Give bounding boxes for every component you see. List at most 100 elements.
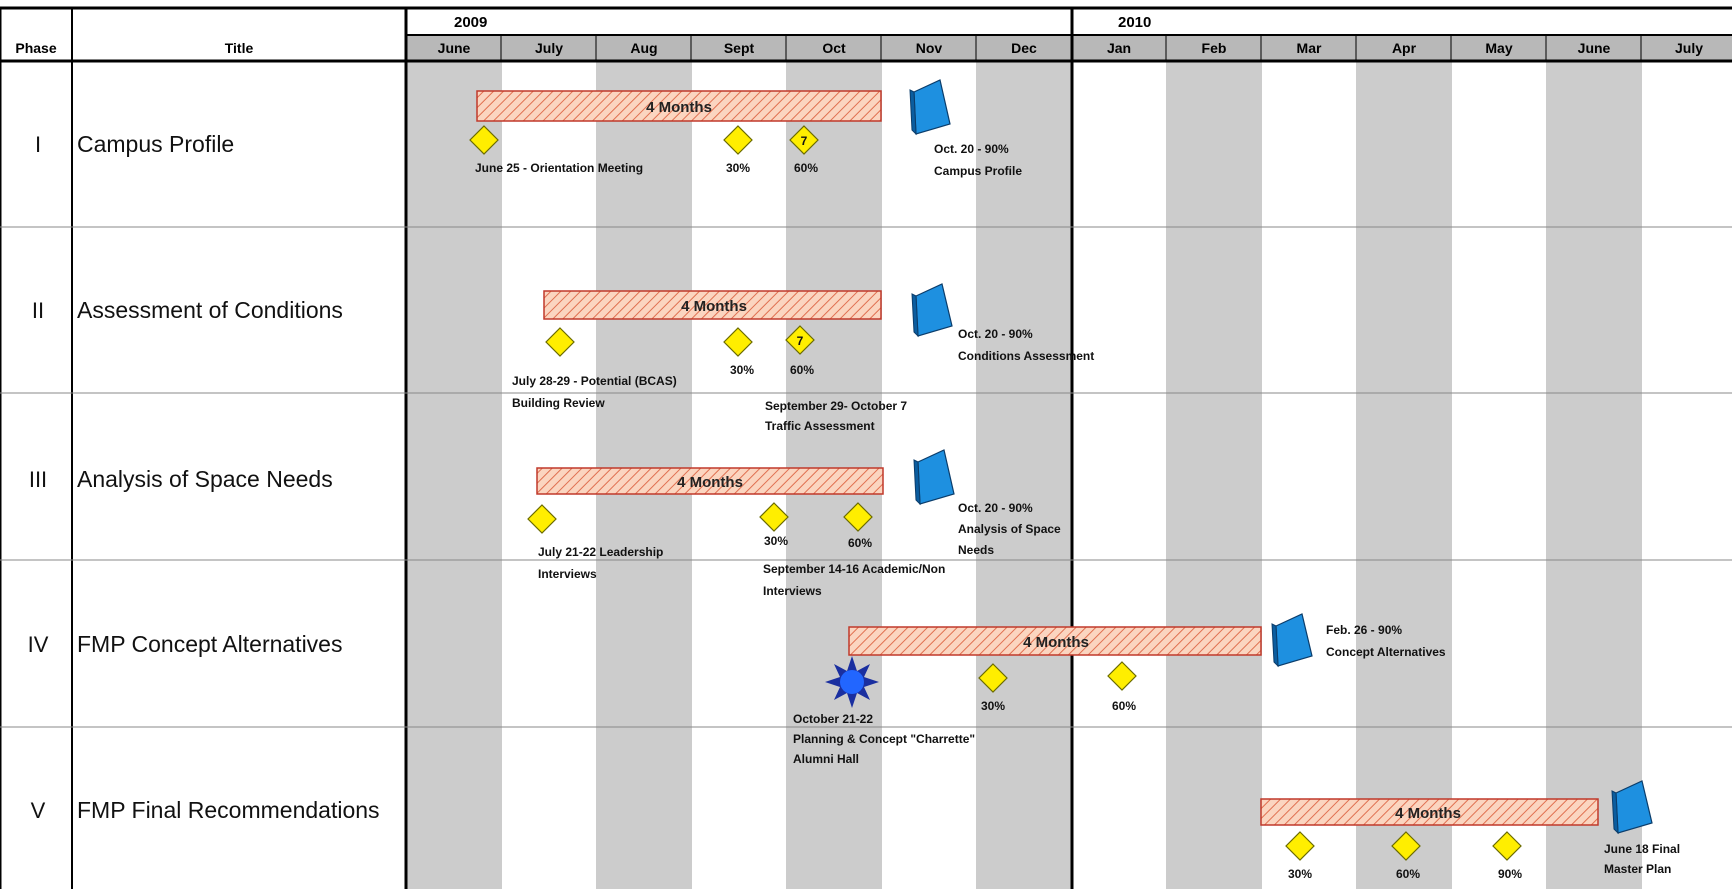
month-label: Feb [1202, 40, 1227, 56]
title-header: Title [225, 40, 254, 56]
duration-bar [543, 290, 882, 320]
duration-bar [848, 626, 1262, 656]
shade-dec-2009 [976, 35, 1072, 889]
milestone-diamond-icon [527, 504, 557, 534]
milestone-diamond-icon [843, 502, 873, 532]
duration-bar-label: 4 Months [1395, 805, 1461, 822]
phase-row: V FMP Final Recommendations 4 Months 30%… [31, 780, 1680, 881]
phase-row: III Analysis of Space Needs 4 Months Jul… [29, 449, 1061, 598]
event-label: Alumni Hall [793, 752, 859, 766]
milestone-label: July 21-22 Leadership [538, 545, 663, 559]
event-label: Traffic Assessment [765, 419, 875, 433]
month-label: Jan [1107, 40, 1131, 56]
milestone-label: 90% [1498, 867, 1522, 881]
phase-title: FMP Final Recommendations [77, 797, 380, 823]
phase-numeral: V [31, 798, 46, 823]
deliverable-label: Conditions Assessment [958, 349, 1094, 363]
milestone-label: 60% [1112, 699, 1136, 713]
shade-oct-2009 [786, 35, 882, 889]
year-2010-label: 2010 [1118, 14, 1151, 31]
deliverable-label: Master Plan [1604, 862, 1671, 876]
deliverable-label: June 18 Final [1604, 842, 1680, 856]
milestone-diamond-icon [469, 125, 499, 155]
milestone-label: 60% [794, 161, 818, 175]
deliverable-label: Campus Profile [934, 164, 1022, 178]
shade-apr-2010 [1356, 35, 1452, 889]
milestone-label: July 28-29 - Potential (BCAS) [512, 374, 677, 388]
month-label: Apr [1392, 40, 1417, 56]
duration-bar-label: 4 Months [677, 474, 743, 491]
event-label: September 14-16 Academic/Non [763, 562, 945, 576]
milestone-label: 30% [1288, 867, 1312, 881]
month-header-band [406, 35, 1732, 61]
phase-numeral: II [32, 298, 44, 323]
phase-title: FMP Concept Alternatives [77, 631, 342, 657]
month-labels: June July Aug Sept Oct Nov Dec Jan Feb M… [438, 40, 1704, 56]
month-dividers [500, 35, 1642, 61]
milestone-diamond-icon [545, 327, 575, 357]
milestone-diamond-icon [1492, 831, 1522, 861]
month-label: Aug [630, 40, 657, 56]
duration-bar-label: 4 Months [681, 298, 747, 315]
event-label: Interviews [763, 584, 822, 598]
duration-bar-label: 4 Months [646, 99, 712, 116]
shade-june-2009 [406, 35, 502, 889]
milestone-diamond-icon [1107, 661, 1137, 691]
milestone-label: June 25 - Orientation Meeting [475, 161, 643, 175]
milestone-mark: 7 [801, 134, 808, 148]
milestone-label: 30% [981, 699, 1005, 713]
milestone-diamond-icon [1285, 831, 1315, 861]
milestone-diamond-icon [789, 125, 819, 155]
duration-bar [536, 467, 884, 495]
deliverable-label: Analysis of Space [958, 522, 1061, 536]
phase-numeral: I [35, 132, 41, 157]
milestone-label: 30% [764, 534, 788, 548]
milestone-diamond-icon [723, 125, 753, 155]
milestone-diamond-icon [978, 663, 1008, 693]
milestone-label: 30% [726, 161, 750, 175]
milestone-label: 60% [1396, 867, 1420, 881]
milestone-mark: 7 [797, 334, 804, 348]
deliverable-label: Feb. 26 - 90% [1326, 623, 1402, 637]
month-label: July [535, 40, 563, 56]
deliverable-book-icon [909, 79, 951, 136]
phase-title: Assessment of Conditions [77, 297, 343, 323]
deliverable-label: Needs [958, 543, 994, 557]
milestone-label: 60% [790, 363, 814, 377]
milestone-label: Interviews [538, 567, 597, 581]
phase-numeral: III [29, 467, 47, 492]
phase-numeral: IV [28, 632, 49, 657]
row-separators [0, 226, 1732, 728]
deliverable-label: Oct. 20 - 90% [958, 501, 1033, 515]
phase-row: II Assessment of Conditions 4 Months Jul… [32, 283, 1094, 433]
deliverable-book-icon [1271, 613, 1313, 668]
month-label: Oct [822, 40, 846, 56]
burst-event-icon [825, 656, 879, 708]
milestone-diamond-icon [1391, 831, 1421, 861]
month-label: June [1578, 40, 1611, 56]
milestone-label: 30% [730, 363, 754, 377]
month-label: May [1485, 40, 1512, 56]
milestone-diamond-icon [759, 502, 789, 532]
event-label: Planning & Concept "Charrette" [793, 732, 975, 746]
phase-title: Analysis of Space Needs [77, 466, 333, 492]
deliverable-label: Oct. 20 - 90% [934, 142, 1009, 156]
month-label: July [1675, 40, 1703, 56]
month-label: Mar [1297, 40, 1322, 56]
deliverable-label: Oct. 20 - 90% [958, 327, 1033, 341]
phase-row: I Campus Profile 4 Months June 25 - Orie… [35, 79, 1022, 178]
month-label: Sept [724, 40, 755, 56]
month-label: Nov [916, 40, 943, 56]
month-label: Dec [1011, 40, 1037, 56]
milestone-label: Building Review [512, 396, 605, 410]
phase-title: Campus Profile [77, 131, 234, 157]
duration-bar-label: 4 Months [1023, 634, 1089, 651]
duration-bar [1260, 798, 1599, 826]
milestone-diamond-icon [785, 325, 815, 355]
duration-bar [476, 90, 882, 122]
deliverable-book-icon [913, 449, 955, 506]
phase-row: IV FMP Concept Alternatives 4 Months Oct… [28, 613, 1446, 766]
shade-aug-2009 [596, 35, 692, 889]
shade-feb-2010 [1166, 35, 1262, 889]
